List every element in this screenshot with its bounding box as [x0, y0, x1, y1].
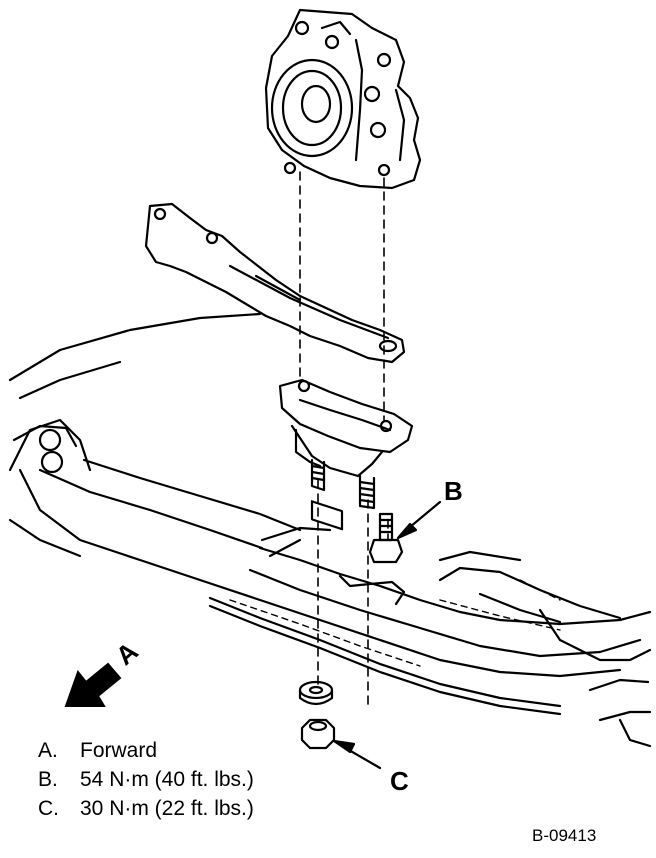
legend-key: C.	[38, 797, 59, 820]
mount-bracket	[144, 202, 406, 364]
legend-item-nut-torque: C. 30 N·m (22 ft. lbs.)	[38, 794, 254, 823]
forward-arrow-icon	[64, 662, 122, 707]
callout-c: C	[390, 766, 409, 796]
legend: A. Forward B. 54 N·m (40 ft. lbs.) C. 30 N·…	[38, 736, 254, 823]
legend-text: 54 N·m (40 ft. lbs.)	[80, 768, 254, 791]
legend-key: B.	[38, 768, 58, 791]
transmission-housing	[264, 8, 422, 190]
legend-text: 30 N·m (22 ft. lbs.)	[80, 797, 254, 820]
figure-id: B-09413	[532, 826, 597, 845]
nut-c	[300, 718, 336, 750]
legend-key: A.	[38, 739, 58, 762]
washer	[298, 680, 334, 706]
legend-item-bolt-torque: B. 54 N·m (40 ft. lbs.)	[38, 765, 254, 794]
leader-b	[396, 500, 442, 540]
legend-text: Forward	[80, 739, 158, 762]
transmission-mount	[278, 378, 414, 531]
callout-b: B	[444, 476, 463, 506]
legend-item-forward: A. Forward	[38, 736, 254, 765]
vehicle-frame	[8, 312, 652, 748]
leader-c	[332, 739, 382, 770]
alignment-lines	[299, 171, 389, 709]
bolt-b	[368, 512, 404, 564]
